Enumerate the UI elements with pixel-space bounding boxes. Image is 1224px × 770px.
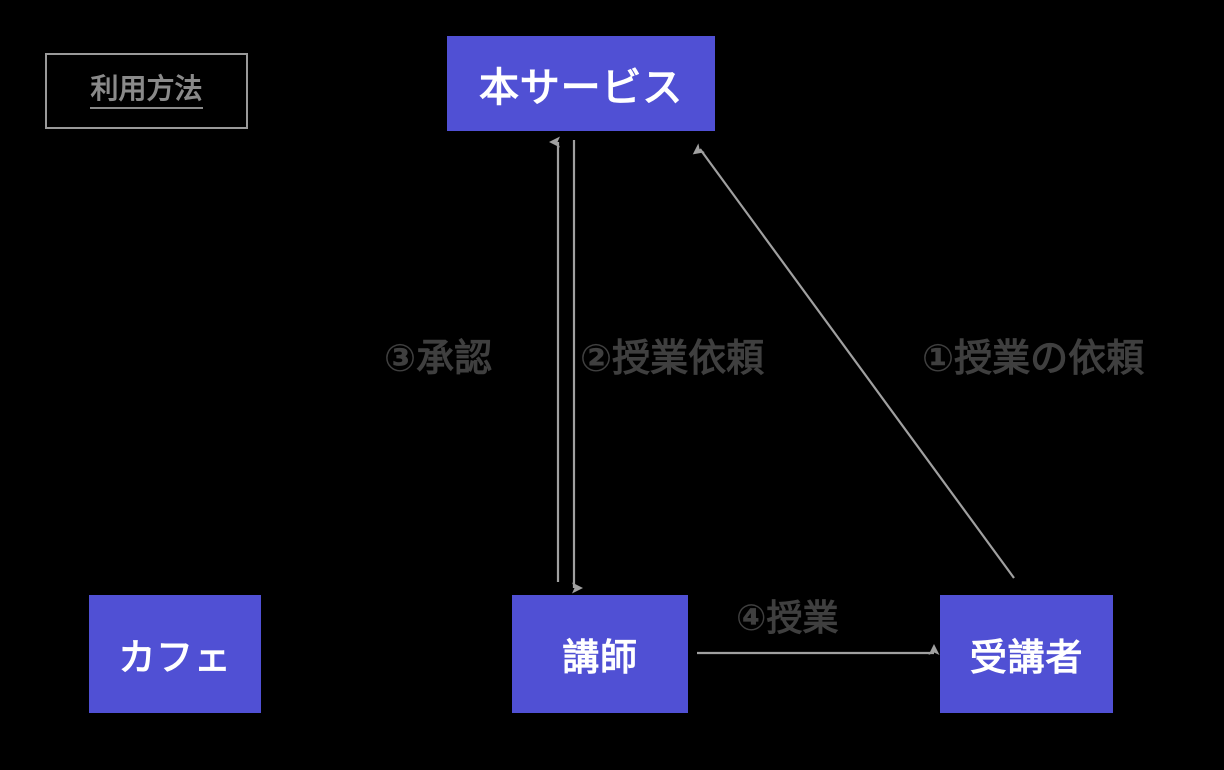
node-cafe: カフェ <box>89 595 261 713</box>
node-cafe-label: カフェ <box>118 637 232 678</box>
node-teacher: 講師 <box>512 595 688 713</box>
edge-label-1-lesson-order: ①授業の依頼 <box>922 338 1145 380</box>
node-service-label: 本サービス <box>479 65 683 110</box>
node-student: 受講者 <box>940 595 1113 713</box>
edge-label-4-lesson: ④授業 <box>736 597 839 638</box>
node-service: 本サービス <box>447 36 715 131</box>
title-box: 利用方法 <box>45 53 248 129</box>
title-label: 利用方法 <box>90 73 203 110</box>
edge-label-2-lesson-request: ②授業依頼 <box>580 338 765 380</box>
node-teacher-label: 講師 <box>562 637 638 678</box>
node-student-label: 受講者 <box>969 637 1084 678</box>
edge-label-3-approval: ③承認 <box>384 338 493 380</box>
